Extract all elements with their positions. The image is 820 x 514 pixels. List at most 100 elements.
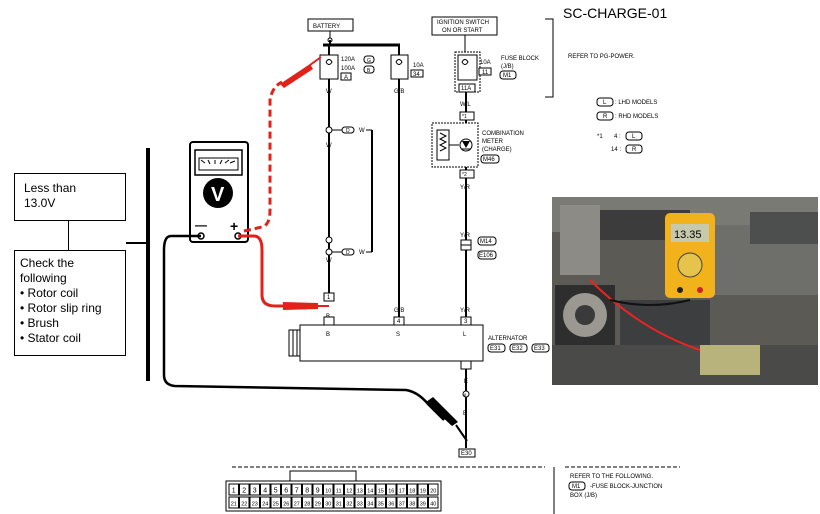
svg-text:M1: M1 [503, 73, 512, 79]
svg-text:14 :: 14 : [611, 147, 621, 153]
svg-text:-FUSE BLOCK-JUNCTION: -FUSE BLOCK-JUNCTION [590, 484, 662, 490]
connector-pin-label: 16 [388, 489, 394, 495]
connector-pin [260, 483, 271, 496]
connector-pin [270, 483, 281, 496]
svg-text:W/L: W/L [460, 102, 471, 108]
svg-text:8: 8 [464, 392, 467, 397]
connector-pin-label: 31 [336, 502, 342, 508]
connector-pin [302, 483, 313, 496]
svg-text:L: L [632, 134, 636, 140]
connector-pin [407, 483, 418, 496]
connector-pin [407, 496, 418, 509]
connector-pin [312, 496, 323, 509]
connector-pin [354, 496, 365, 509]
connector-pin [396, 496, 407, 509]
connector-pin [344, 496, 355, 509]
svg-text:L: L [463, 332, 467, 338]
svg-text:M46: M46 [483, 157, 495, 163]
connector-pin [239, 483, 250, 496]
svg-text:E106: E106 [479, 253, 494, 259]
red-lead [238, 234, 305, 308]
connector-pin-label: 27 [294, 502, 300, 508]
svg-text:G: G [367, 58, 371, 64]
connector-pin-label: 7 [295, 488, 299, 495]
photo-display: 13.35 [674, 229, 702, 241]
connector-pin [365, 483, 376, 496]
svg-text:(J/B): (J/B) [501, 64, 514, 70]
check-item-stator-coil: • Stator coil [20, 331, 81, 345]
connector-pin [228, 496, 239, 509]
svg-text:Y/R: Y/R [460, 233, 471, 239]
connector-pin [260, 496, 271, 509]
check-list: Check the following • Rotor coil • Rotor… [20, 256, 102, 346]
connector-pin [417, 483, 428, 496]
svg-text:M14: M14 [480, 239, 492, 245]
svg-text:Y/R: Y/R [460, 308, 471, 314]
connector-pin-label: 14 [367, 489, 373, 495]
refer-pg-power: REFER TO PG-POWER. [568, 54, 635, 60]
connector-pin-label: 24 [262, 502, 268, 508]
connector-pin [365, 496, 376, 509]
svg-text:3: 3 [464, 319, 468, 325]
connector-pin [312, 483, 323, 496]
svg-text:W: W [359, 250, 365, 256]
connector-pin [375, 496, 386, 509]
connector-pin-label: 12 [346, 489, 352, 495]
connector-pin-label: 19 [420, 489, 426, 495]
svg-text:1: 1 [327, 295, 331, 301]
connector-pin-label: 23 [252, 502, 258, 508]
connector-pin [428, 496, 439, 509]
diagram-id: SC-CHARGE-01 [563, 5, 667, 21]
connector-pin-label: 29 [315, 502, 321, 508]
connector-pin [270, 496, 281, 509]
svg-text:METER: METER [482, 139, 504, 145]
connector-pin-label: 36 [388, 502, 394, 508]
connector-pin [291, 496, 302, 509]
connector-pin-label: 9 [316, 488, 320, 495]
svg-text:B: B [367, 68, 371, 74]
svg-text:FUSE BLOCK: FUSE BLOCK [501, 56, 539, 62]
connector-pin-label: 26 [283, 502, 289, 508]
svg-text:E33: E33 [534, 346, 545, 352]
connector-line [68, 221, 69, 250]
check-item-rotor-coil: • Rotor coil [20, 286, 79, 300]
svg-text:34: 34 [413, 72, 420, 78]
connector-pin-label: 22 [241, 502, 247, 508]
svg-text:4: 4 [397, 319, 401, 325]
check-line: Check the [20, 256, 75, 270]
result-line-1: Less than [24, 181, 77, 195]
connector-pin [323, 483, 334, 496]
connector-pin [354, 483, 365, 496]
result-box: Less than 13.0V [14, 173, 126, 221]
battery: BATTERY [307, 18, 354, 43]
svg-text:D: D [346, 250, 350, 256]
svg-text:B: B [463, 411, 467, 417]
svg-text:A: A [344, 75, 348, 81]
svg-text:G/B: G/B [394, 89, 404, 95]
connector-pin [386, 496, 397, 509]
connector-pin-label: 3 [253, 488, 257, 495]
connector-pin-label: 32 [346, 502, 352, 508]
svg-text:BOX (J/B): BOX (J/B) [570, 493, 597, 499]
check-box [14, 250, 126, 356]
svg-text:*2: *2 [462, 172, 467, 178]
connector-pin [386, 483, 397, 496]
connector-pin-label: 18 [409, 489, 415, 495]
check-item-brush: • Brush [20, 316, 59, 330]
connector-pin [344, 483, 355, 496]
connector-pin-label: 34 [367, 502, 373, 508]
svg-text:S: S [396, 332, 400, 338]
multimeter: V — + [189, 141, 249, 243]
connector-pin-label: 1 [232, 488, 236, 495]
svg-text:E30: E30 [461, 451, 472, 457]
svg-text:BATTERY: BATTERY [313, 24, 340, 30]
wire-gb: G/B G/B 4 [393, 79, 405, 326]
svg-text:: LHD MODELS: : LHD MODELS [615, 100, 657, 106]
plus-sign: + [230, 218, 238, 234]
svg-text:E32: E32 [512, 346, 523, 352]
connector-pin-label: 30 [325, 502, 331, 508]
connector-pin-label: 8 [305, 488, 309, 495]
minus-sign: — [195, 218, 207, 232]
red-dashed-lead [243, 80, 283, 233]
svg-text:L: L [603, 100, 607, 106]
